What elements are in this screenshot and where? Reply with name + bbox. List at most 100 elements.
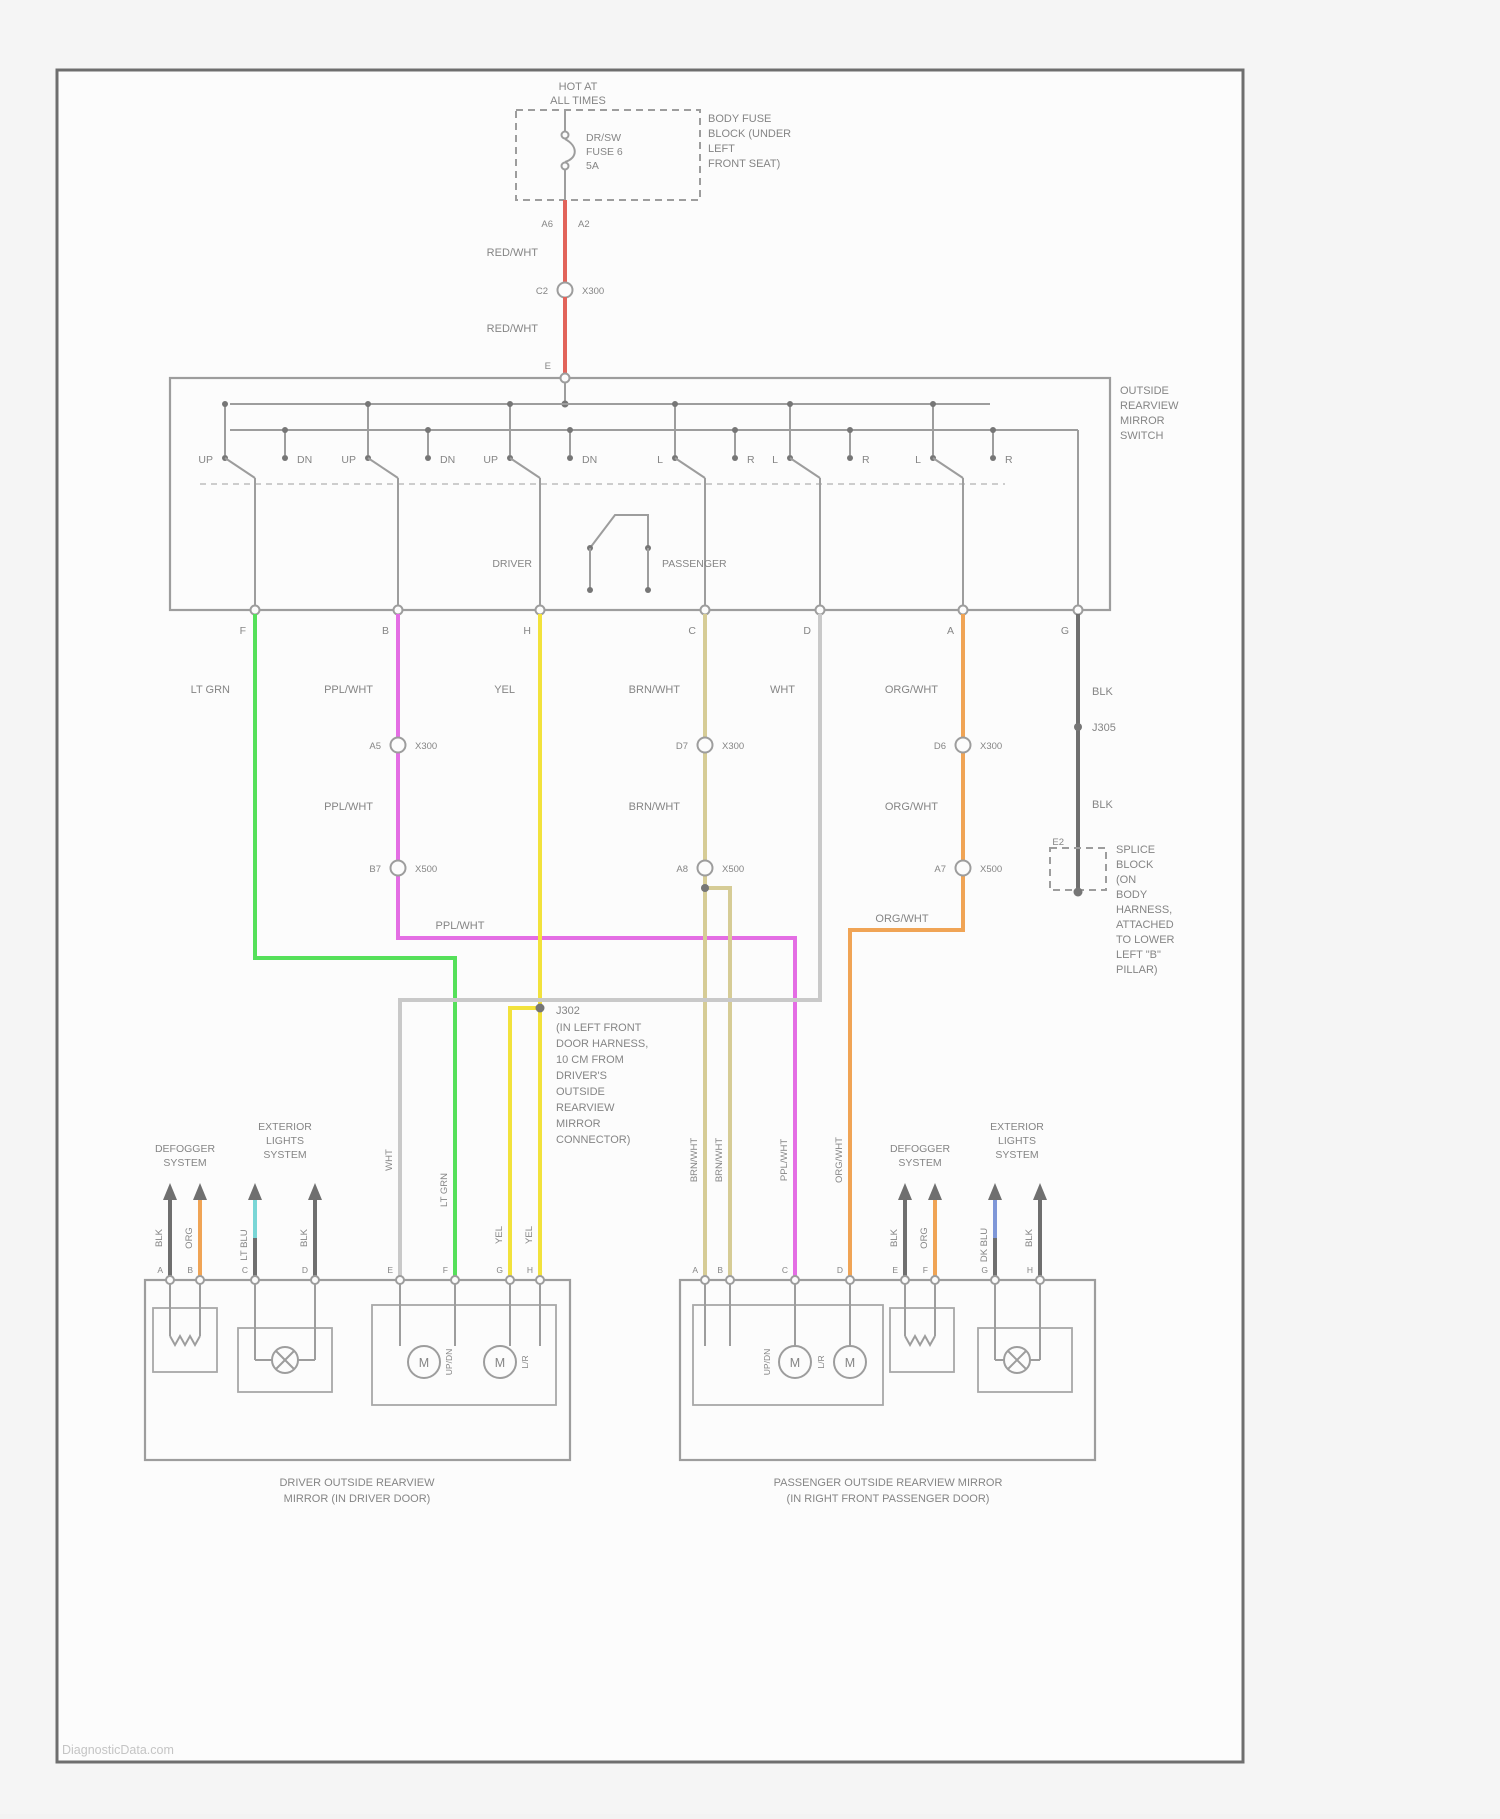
yel-wire: [508, 614, 542, 1276]
wire-color-label: BLK: [1092, 686, 1113, 698]
wire-color-label: ORG/WHT: [875, 913, 928, 925]
fuse-block-note: LEFT: [708, 143, 735, 155]
passenger-mirror: DEFOGGER SYSTEM EXTERIOR LIGHTS SYSTEM B…: [678, 1121, 1097, 1505]
driver-mirror-caption: MIRROR (IN DRIVER DOOR): [284, 1493, 431, 1505]
exterior-lights-label: SYSTEM: [263, 1149, 306, 1161]
pin-label: G: [1061, 625, 1069, 637]
junction-dot: [701, 884, 709, 892]
motor-axis-label: L/R: [816, 1355, 826, 1368]
wire-color-label: BRN/WHT: [629, 684, 681, 696]
pin-label: D: [803, 625, 811, 637]
motor-icon: [833, 1345, 867, 1379]
off-page-arrow-icon: [928, 1183, 942, 1200]
switch-title: SWITCH: [1120, 430, 1163, 442]
junction-dot: [535, 1003, 545, 1013]
exterior-lights-label: LIGHTS: [998, 1135, 1036, 1147]
junction-label: J302: [556, 1005, 580, 1017]
lt-grn-wire: [253, 614, 457, 1276]
contact-label: DN: [440, 454, 455, 466]
wire-color-label: LT GRN: [439, 1173, 450, 1207]
pin-label: A: [947, 625, 954, 637]
wire-color-label: YEL: [494, 1226, 505, 1244]
pin-label: A: [157, 1265, 163, 1275]
motor-symbol: M: [419, 1356, 429, 1370]
junction-note: (IN LEFT FRONT: [556, 1022, 642, 1034]
exterior-lights-label: EXTERIOR: [990, 1121, 1044, 1133]
splice-note: SPLICE: [1116, 844, 1155, 856]
pin-label: H: [527, 1265, 533, 1275]
fuse-terminal: [560, 161, 570, 171]
defogger-system-label: DEFOGGER: [155, 1143, 216, 1155]
connector-pin-label: A7: [934, 864, 946, 875]
off-page-arrow-icon: [898, 1183, 912, 1200]
pin-label: B: [717, 1265, 723, 1275]
switch-pin: [699, 604, 711, 616]
wire-color-label: BLK: [154, 1228, 165, 1247]
defogger-system-label: SYSTEM: [163, 1157, 206, 1169]
junction-note: CONNECTOR): [556, 1134, 630, 1146]
connector-pin-label: B7: [369, 864, 381, 875]
pin-label: C: [242, 1265, 248, 1275]
wire-color-label: ORG/WHT: [885, 801, 938, 813]
contact-label: DN: [582, 454, 597, 466]
off-page-arrow-icon: [163, 1183, 177, 1200]
brn-wht-wire: [705, 886, 732, 1276]
wire-color-label: WHT: [384, 1149, 395, 1171]
wire-color-label: BLK: [1024, 1228, 1035, 1247]
inline-connector-icon: [954, 859, 972, 877]
wire-color-label: ORG: [919, 1227, 930, 1249]
contact-label: DN: [297, 454, 312, 466]
exterior-lights-label: SYSTEM: [995, 1149, 1038, 1161]
switch-pin: [249, 604, 261, 616]
fuse-label: 5A: [586, 160, 599, 172]
fuse-block-note: FRONT SEAT): [708, 158, 780, 170]
pin-label: A: [692, 1265, 698, 1275]
mirror-selector: DRIVER PASSENGER: [492, 514, 727, 593]
inline-connector-icon: [389, 736, 407, 754]
motor-symbol: M: [790, 1356, 800, 1370]
motor-icon: [778, 1345, 812, 1379]
connector-name-label: X500: [722, 864, 744, 875]
mirror-switch: OUTSIDE REARVIEW MIRROR SWITCH UP DN F U…: [168, 372, 1179, 637]
contact-label: UP: [198, 454, 213, 466]
wire-color-label: YEL: [524, 1226, 535, 1244]
junction-note: REARVIEW: [556, 1102, 615, 1114]
wire-color-label: YEL: [494, 684, 515, 696]
diagram-frame: [55, 68, 1245, 1764]
splice-note: PILLAR): [1116, 964, 1158, 976]
pin-label: H: [1027, 1265, 1033, 1275]
mirror-heater: [889, 1307, 955, 1373]
switch-title: OUTSIDE: [1120, 385, 1169, 397]
motor-icon: [407, 1345, 441, 1379]
wire-color-label: LT BLU: [239, 1229, 250, 1260]
motor-icon: [483, 1345, 517, 1379]
switch-pin: [1072, 604, 1084, 616]
inline-connector-icon: [696, 736, 714, 754]
junction-note: 10 CM FROM: [556, 1054, 624, 1066]
pin-label: G: [981, 1265, 988, 1275]
motor-axis-label: UP/DN: [762, 1349, 772, 1375]
pin-label: C: [688, 625, 696, 637]
junction-note: OUTSIDE: [556, 1086, 605, 1098]
fuse-block-note: BODY FUSE: [708, 113, 771, 125]
heater-element-icon: [904, 1333, 936, 1348]
watermark: DiagnosticData.com: [62, 1743, 174, 1757]
switch-section: L R C: [657, 401, 755, 637]
junction-dot: [1074, 723, 1082, 731]
wire-color-label: DK BLU: [979, 1228, 990, 1262]
wire-color-label: ORG: [184, 1227, 195, 1249]
ppl-wht-wire: [396, 614, 797, 1276]
off-page-arrow-icon: [193, 1183, 207, 1200]
fuse-label: DR/SW: [586, 132, 621, 144]
fuse-pin-label: A6: [541, 219, 553, 230]
driver-mirror: DEFOGGER SYSTEM EXTERIOR LIGHTS SYSTEM B…: [143, 1121, 572, 1505]
motor-axis-label: UP/DN: [444, 1349, 454, 1375]
wire-color-label: LT GRN: [191, 684, 230, 696]
connector-name-label: X500: [415, 864, 437, 875]
org-wht-wire: [848, 614, 965, 1276]
pin-label: F: [240, 625, 246, 637]
off-page-arrow-icon: [248, 1183, 262, 1200]
pin-label: C: [782, 1265, 788, 1275]
power-feed: HOT AT ALL TIMES DR/SW FUSE 6 5A BODY FU…: [487, 81, 791, 376]
mirror-heater: [152, 1307, 218, 1373]
